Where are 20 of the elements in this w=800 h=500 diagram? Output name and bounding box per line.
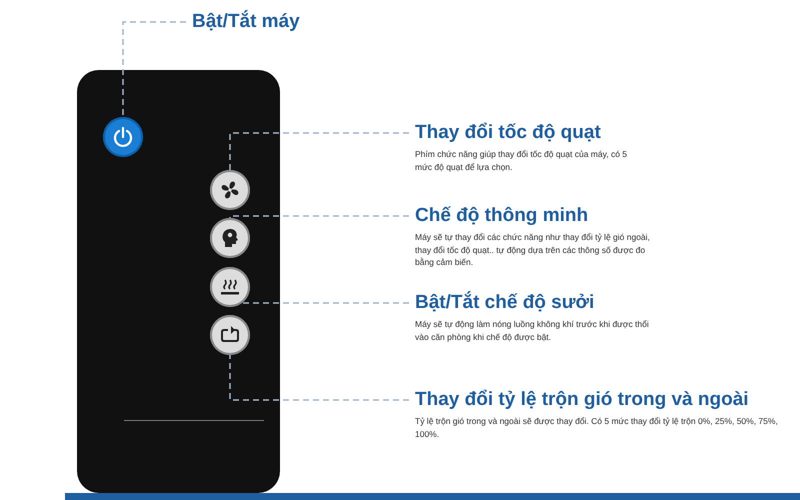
power-button xyxy=(103,117,143,157)
leader-line xyxy=(242,302,409,304)
callout-description: Máy sẽ tự động làm nóng luồng không khí trước khi được thổi vào căn phòng khi chế độ được bật. xyxy=(415,318,650,343)
remote-control-body xyxy=(77,70,280,493)
leader-line xyxy=(229,132,409,170)
remote-button xyxy=(210,315,250,355)
remote-button xyxy=(210,170,250,210)
callout-heading: Bật/Tắt máy xyxy=(192,10,301,34)
callout-heading: Bật/Tắt chế độ sưởi xyxy=(415,291,596,315)
callout-description: Tỷ lệ trộn gió trong và ngoài sẽ được thay đổi. Có 5 mức thay đổi tỷ lệ trộn 0%, 25%, 50%, 75%, 100%. xyxy=(415,415,779,440)
callout-heading: Thay đổi tốc độ quạt xyxy=(415,121,602,145)
callout-heading: Thay đổi tỷ lệ trộn gió trong và ngoài xyxy=(415,388,750,412)
callout-description: Phím chức năng giúp thay đổi tốc độ quạt của máy, có 5 mức độ quạt để lựa chọn. xyxy=(415,148,628,173)
leader-line xyxy=(229,215,409,218)
leader-line xyxy=(122,21,186,117)
callout-description: Máy sẽ tự thay đổi các chức năng như thay đổi tỷ lệ gió ngoài, thay đổi tốc độ quạt.. tự động dựa trên các thông số được đo bằng cảm biến. xyxy=(415,231,651,268)
leader-line xyxy=(229,355,409,401)
remote-button xyxy=(210,218,250,258)
callout-heading: Chế độ thông minh xyxy=(415,204,590,228)
remote-button xyxy=(210,267,250,307)
